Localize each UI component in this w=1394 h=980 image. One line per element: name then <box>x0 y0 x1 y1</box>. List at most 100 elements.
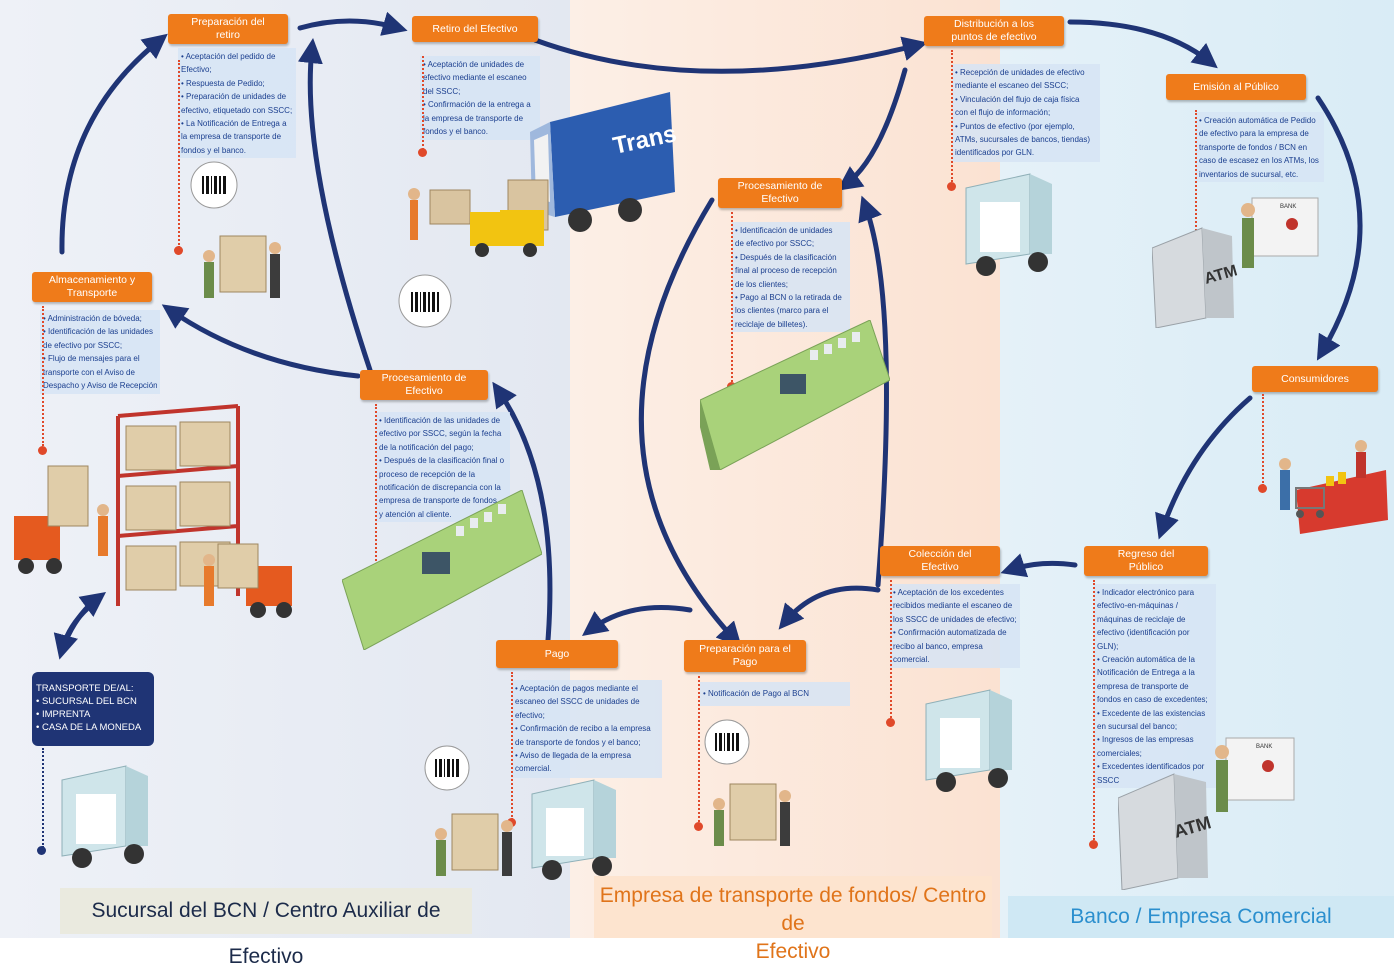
desc-line: efectivo-en-máquinas / <box>1097 601 1178 611</box>
arrow-distribucion-to-procesamiento-centro <box>836 67 908 191</box>
desc-line: • Identificación de unidades <box>735 226 833 235</box>
desc-line: Efectivo; <box>181 65 212 75</box>
desc-line: • Excedente de las existencias <box>1097 708 1206 718</box>
desc-line: identificados por GLN. <box>955 148 1035 158</box>
desc-line: • Excedentes identificados por <box>1097 762 1205 772</box>
desc-line: comercial. <box>515 764 552 774</box>
pallet-workers-illustration <box>203 235 281 298</box>
desc-line: • Aceptación de los excedentes <box>893 588 1004 597</box>
desc-line: efectivo mediante el escaneo <box>423 73 527 83</box>
arrow-procesamiento-bcn-to-retiro <box>297 38 373 373</box>
connector-dot <box>38 446 47 455</box>
desc-line: • Administración de bóveda; <box>43 314 142 323</box>
desc-line: caso de escasez en los ATMs, los <box>1199 156 1319 166</box>
connector-dot <box>886 718 895 727</box>
step-regreso-desc: • Indicador electrónico para efectivo-en… <box>1094 584 1216 788</box>
desc-line: de efectivo por SSCC; <box>735 239 815 249</box>
title-line: Procesamiento de <box>381 372 467 384</box>
sorting-machine-illustration <box>342 490 542 650</box>
barcode-tag-icon <box>704 719 750 765</box>
desc-line: con el flujo de información; <box>955 108 1051 118</box>
title-line: Preparación para el <box>699 643 791 655</box>
step-retiro-efectivo-title: Retiro del Efectivo <box>412 16 538 42</box>
atm-bank-illustration: ATM BANK <box>1118 737 1295 890</box>
desc-line: • Creación automática de la <box>1097 655 1195 665</box>
desc-line: y atención al cliente. <box>379 509 452 519</box>
flow-arrows <box>53 11 1363 660</box>
arrow-procesamiento-centro-to-preparacion-pago-left <box>638 197 742 648</box>
title-line: Procesamiento de <box>737 180 823 192</box>
step-preparacion-retiro-desc: • Aceptación del pedido de Efectivo; • R… <box>178 48 296 158</box>
connector-line <box>511 672 513 820</box>
title-line: Pago <box>544 647 570 660</box>
pallet-workers-illustration <box>435 813 513 876</box>
desc-line: • Identificación de las unidades <box>43 327 153 337</box>
transporte-line: • SUCURSAL DEL BCN <box>36 696 137 707</box>
arrow-coleccion-to-preparacion-pago <box>778 585 881 630</box>
desc-line: • Confirmación de la entrega a <box>423 100 531 110</box>
desc-line: fondos y el banco. <box>181 145 246 155</box>
transporte-line: TRANSPORTE DE/AL: <box>36 683 134 694</box>
arrow-transporte-up <box>59 592 107 653</box>
desc-line: del SSCC; <box>423 86 461 96</box>
step-consumidores-title: Consumidores <box>1252 366 1378 392</box>
title-line: Regreso del <box>1117 548 1175 560</box>
desc-line: efectivo por SSCC, según la fecha <box>379 429 502 439</box>
step-distribucion-desc: • Recepción de unidades de efectivo medi… <box>952 64 1100 162</box>
desc-line: la empresa de transporte de <box>181 132 282 142</box>
desc-line: en sucursal del banco; <box>1097 722 1178 732</box>
pallet-workers-illustration <box>713 783 791 846</box>
connector-dot <box>694 822 703 831</box>
desc-line: de los clientes; <box>735 279 788 289</box>
title-line: Retiro del Efectivo <box>432 22 518 35</box>
arrow-consumidores-to-regreso <box>1155 395 1253 540</box>
zone-label-bank: Banco / Empresa Comercial <box>1008 896 1394 938</box>
arrow-procesamiento-bcn-to-almacenamiento <box>161 304 361 379</box>
connector-dot <box>418 148 427 157</box>
title-line: retiro <box>216 29 240 41</box>
connector-dot <box>1258 484 1267 493</box>
desc-line: • Después de la clasificación final o <box>379 456 505 466</box>
zone-label-transport: Empresa de transporte de fondos/ Centro … <box>594 876 992 963</box>
arrow-retiro-to-distribucion <box>532 36 928 74</box>
desc-line: escaneo del SSCC de unidades de <box>515 697 640 707</box>
desc-line: la empresa de transporte de <box>423 113 524 123</box>
desc-line: inventarios de sucursal, etc. <box>1199 169 1299 179</box>
connector-line <box>1195 110 1197 250</box>
desc-line: • Después de la clasificación <box>735 252 837 262</box>
barcode-tag-icon <box>424 745 470 791</box>
step-pago-desc: • Aceptación de pagos mediante el escane… <box>512 680 662 778</box>
sorting-machine-illustration <box>700 320 890 470</box>
desc-line: ATMs, sucursales de bancos, tiendas) <box>955 135 1091 145</box>
desc-line: los clientes (marco para el <box>735 306 829 316</box>
connector-line <box>951 50 953 182</box>
desc-line: notificación de discrepancia con la <box>379 483 501 493</box>
title-line: Consumidores <box>1281 372 1349 385</box>
desc-line: final al proceso de recepción <box>735 266 837 276</box>
connector-line <box>422 56 424 150</box>
transporte-line: • CASA DE LA MONEDA <box>36 722 142 733</box>
zone-label-line: Empresa de transporte de fondos/ Centro … <box>599 884 987 935</box>
arrow-coleccion-to-procesamiento-centro <box>858 195 889 588</box>
connector-line <box>42 748 44 848</box>
desc-line: • Aceptación de unidades de <box>423 60 525 69</box>
connector-dot <box>1089 840 1098 849</box>
title-line: puntos de efectivo <box>951 31 1037 43</box>
desc-line: de efectivo por SSCC; <box>43 340 123 350</box>
step-procesamiento-bcn-desc: • Identificación de las unidades de efec… <box>376 412 510 522</box>
delivery-van-illustration <box>531 779 616 880</box>
desc-line: • Confirmación automatizada de <box>893 628 1007 638</box>
desc-line: recibidos mediante el escaneo de <box>893 601 1013 611</box>
arrow-pago-to-procesamiento-bcn <box>492 381 553 643</box>
title-line: Efectivo <box>921 561 959 573</box>
connector-dot <box>174 246 183 255</box>
title-line: Distribución a los <box>954 18 1034 30</box>
desc-line: mediante el escaneo del SSCC; <box>955 81 1069 91</box>
desc-line: • Identificación de las unidades de <box>379 416 501 425</box>
desc-line: empresa de transporte de <box>1097 681 1189 691</box>
title-line: Público <box>1128 561 1164 573</box>
